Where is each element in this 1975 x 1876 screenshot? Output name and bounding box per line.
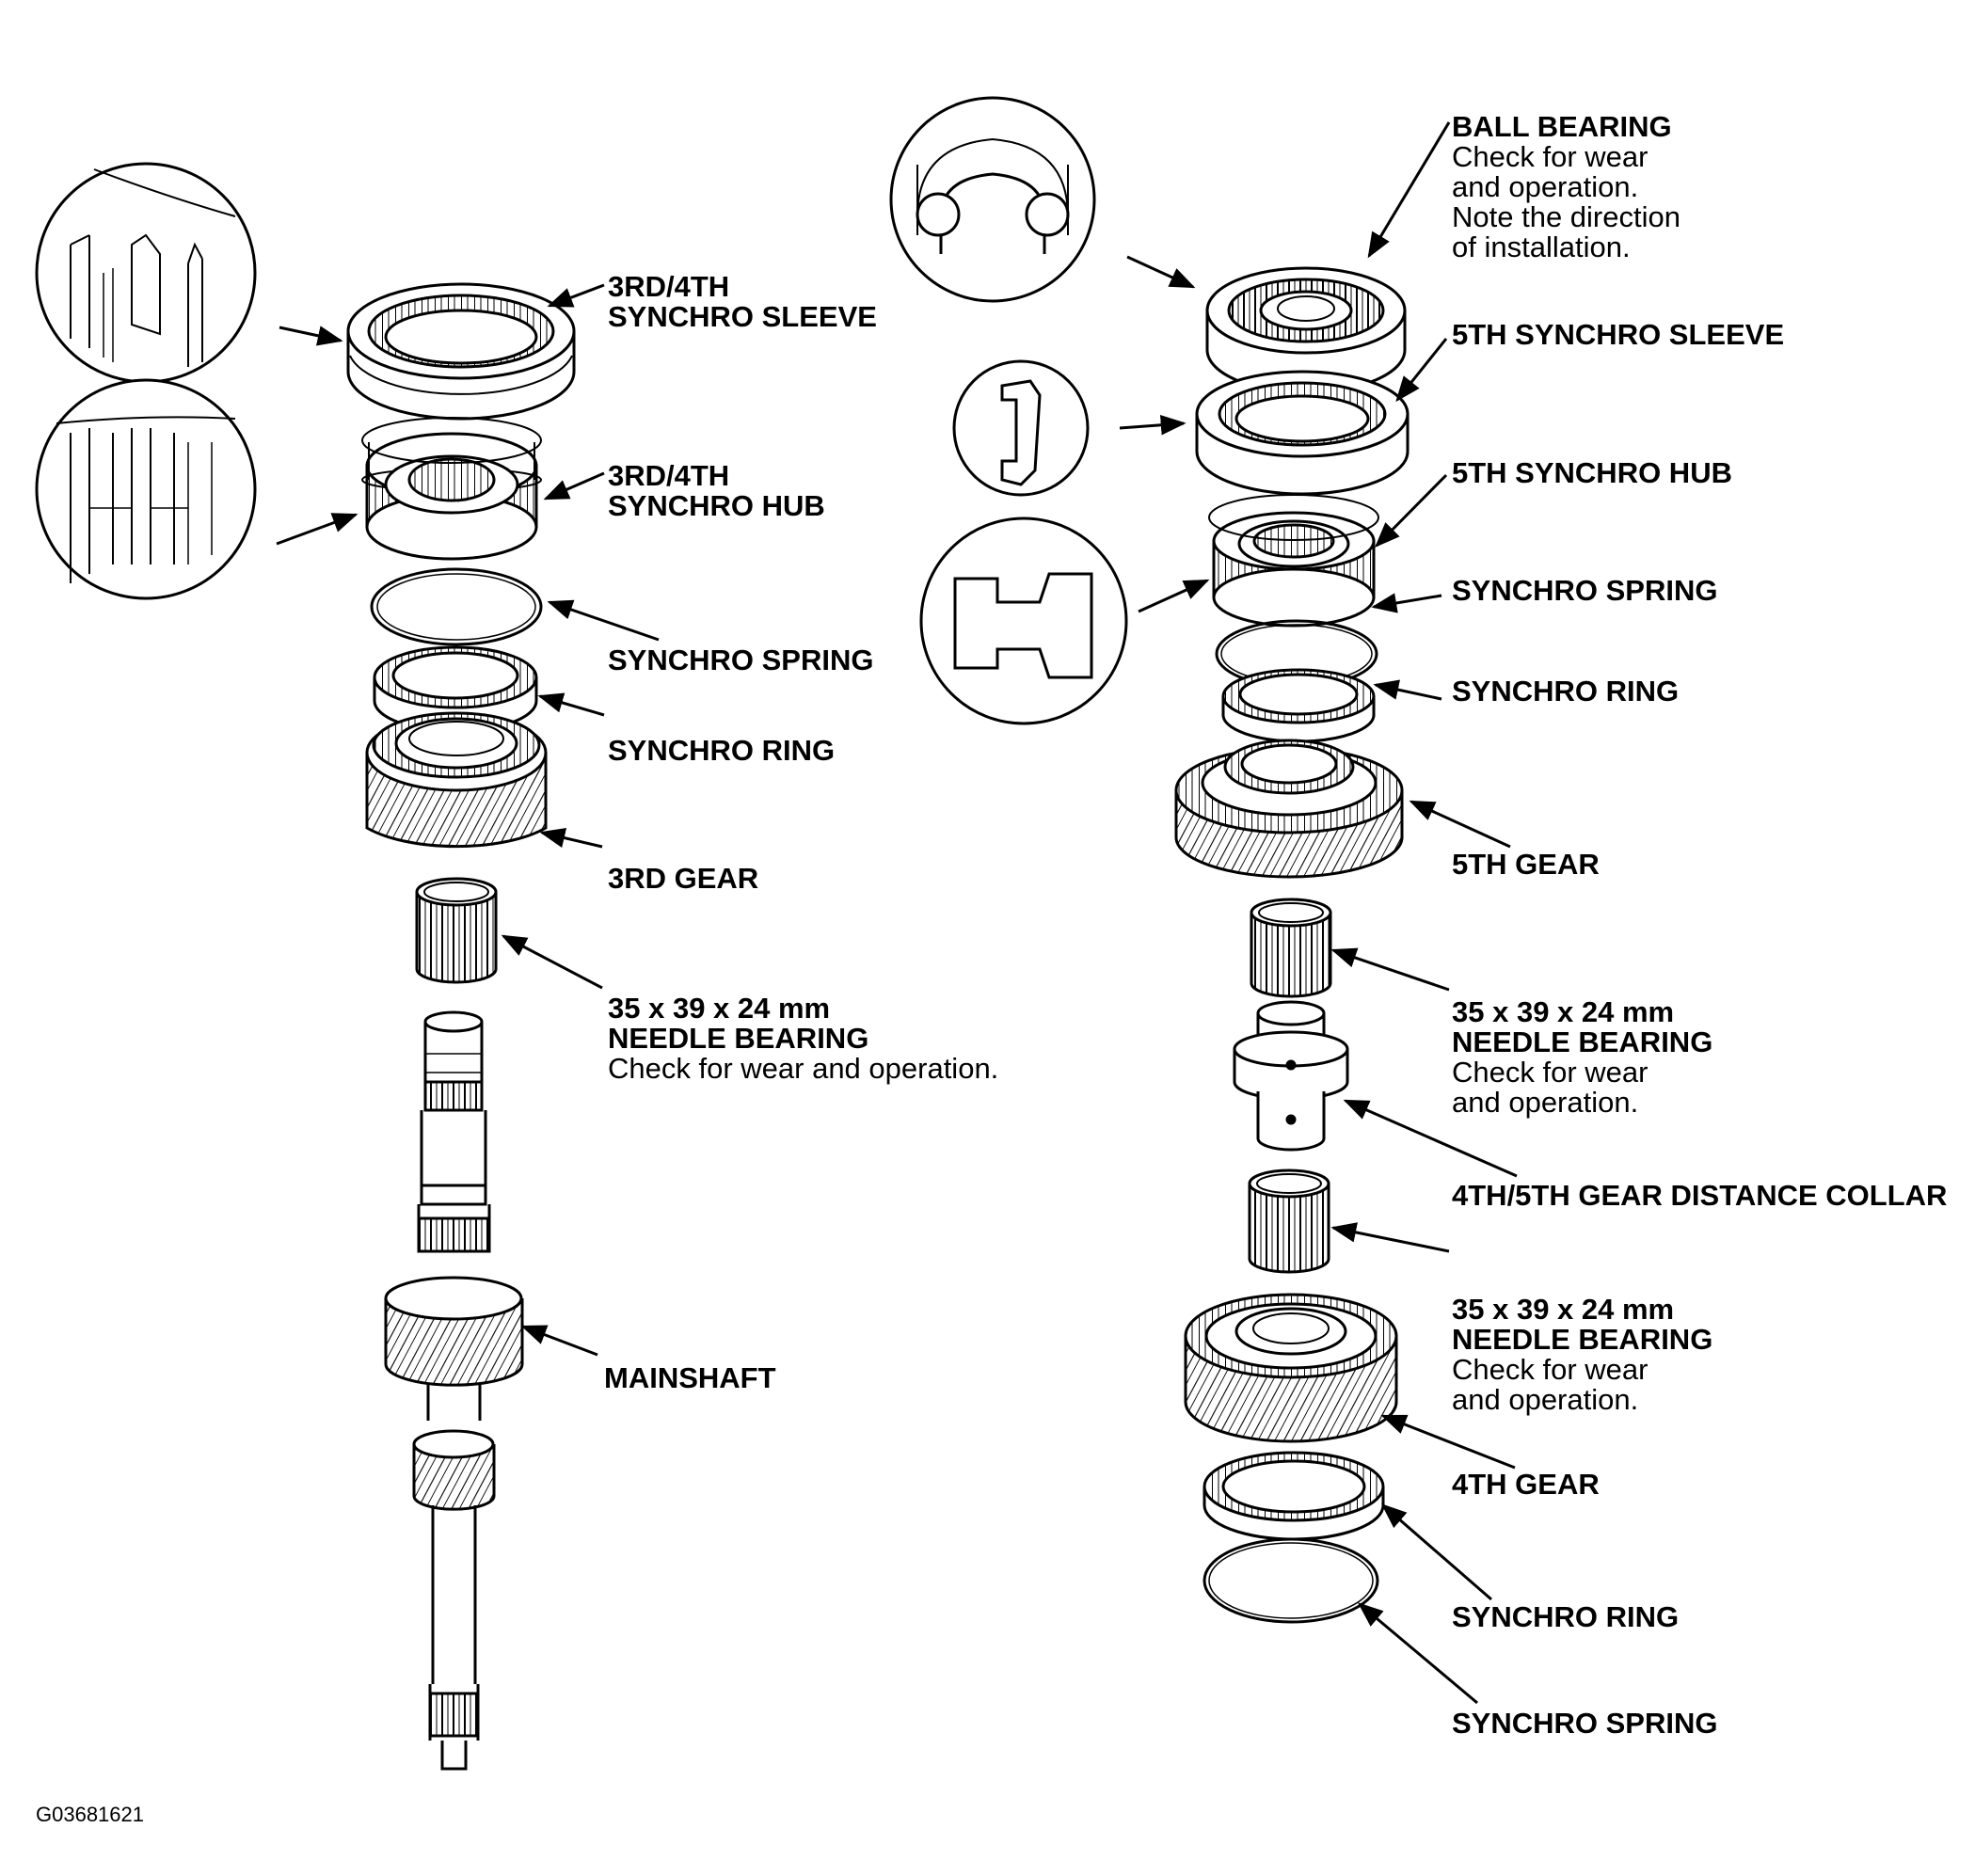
label-sleeve-line-1: 3RD/4TH — [608, 270, 730, 303]
synchro-ring-4 — [1203, 1451, 1385, 1541]
label-hub-line-2: SYNCHRO HUB — [608, 489, 825, 522]
distance-collar — [1233, 1000, 1349, 1152]
synchro-spring-left — [370, 567, 543, 646]
label-sleeve-line-2: SYNCHRO SLEEVE — [608, 300, 877, 333]
fifth-gear — [1174, 739, 1404, 879]
label-synchro-spring-left: SYNCHRO SPRING — [608, 644, 874, 676]
needle-size: 35 x 39 x 24 mm — [608, 992, 831, 1025]
label-synchro-sleeve-3-4: 3RD/4TH SYNCHRO SLEEVE — [608, 272, 877, 332]
label-needle-bearing-left: 35 x 39 x 24 mm NEEDLE BEARING Check for… — [608, 994, 998, 1084]
synchro-spring-4 — [1203, 1537, 1379, 1624]
ball-bearing-detail-circle — [889, 96, 1096, 303]
needle-note: Check for wear and operation. — [608, 1052, 999, 1085]
label-synchro-hub-3-4: 3RD/4TH SYNCHRO HUB — [608, 461, 825, 521]
hub-detail-circle — [35, 378, 257, 600]
label-synchro-ring-5: SYNCHRO RING — [1452, 675, 1680, 707]
label-third-gear: 3RD GEAR — [608, 862, 759, 895]
label-needle-bearing-right-1: 35 x 39 x 24 mm NEEDLE BEARING Check for… — [1452, 995, 1713, 1119]
label-synchro-sleeve-5: 5TH SYNCHRO SLEEVE — [1452, 318, 1785, 351]
hub-profile-detail-circle — [919, 517, 1128, 725]
needle-name: NEEDLE BEARING — [608, 1022, 869, 1055]
figure-id: G03681621 — [36, 1803, 144, 1826]
label-synchro-ring-4: SYNCHRO RING — [1452, 1600, 1680, 1633]
label-synchro-hub-5: 5TH SYNCHRO HUB — [1452, 456, 1732, 489]
synchro-ring-5 — [1221, 668, 1376, 743]
sleeve-profile-detail-circle — [952, 359, 1090, 497]
fourth-gear — [1184, 1293, 1398, 1443]
label-fourth-gear: 4TH GEAR — [1452, 1468, 1600, 1501]
label-distance-collar: 4TH/5TH GEAR DISTANCE COLLAR — [1452, 1179, 1948, 1212]
synchro-hub-3-4 — [361, 417, 542, 561]
right-assembly — [889, 96, 1518, 1705]
label-synchro-ring-left: SYNCHRO RING — [608, 734, 836, 767]
synchro-sleeve-3-4 — [346, 282, 576, 421]
needle-bearing-right-1 — [1250, 898, 1332, 998]
label-synchro-spring-4: SYNCHRO SPRING — [1452, 1707, 1718, 1740]
left-assembly — [35, 162, 660, 1771]
label-fifth-gear: 5TH GEAR — [1452, 848, 1600, 881]
label-synchro-spring-5: SYNCHRO SPRING — [1452, 574, 1718, 607]
label-ball-bearing: BALL BEARING Check for wear and operatio… — [1452, 110, 1680, 263]
third-gear — [365, 711, 548, 849]
label-mainshaft: MAINSHAFT — [604, 1361, 776, 1394]
label-needle-bearing-right-2: 35 x 39 x 24 mm NEEDLE BEARING Check for… — [1452, 1293, 1713, 1416]
synchro-sleeve-5 — [1195, 370, 1410, 496]
sleeve-detail-circle — [35, 162, 257, 384]
needle-bearing-left — [415, 877, 498, 984]
synchro-hub-5 — [1208, 494, 1379, 628]
ball-bearing — [1205, 266, 1407, 394]
mainshaft — [384, 1010, 524, 1771]
needle-bearing-right-2 — [1248, 1169, 1330, 1274]
label-hub-line-1: 3RD/4TH — [608, 459, 730, 492]
